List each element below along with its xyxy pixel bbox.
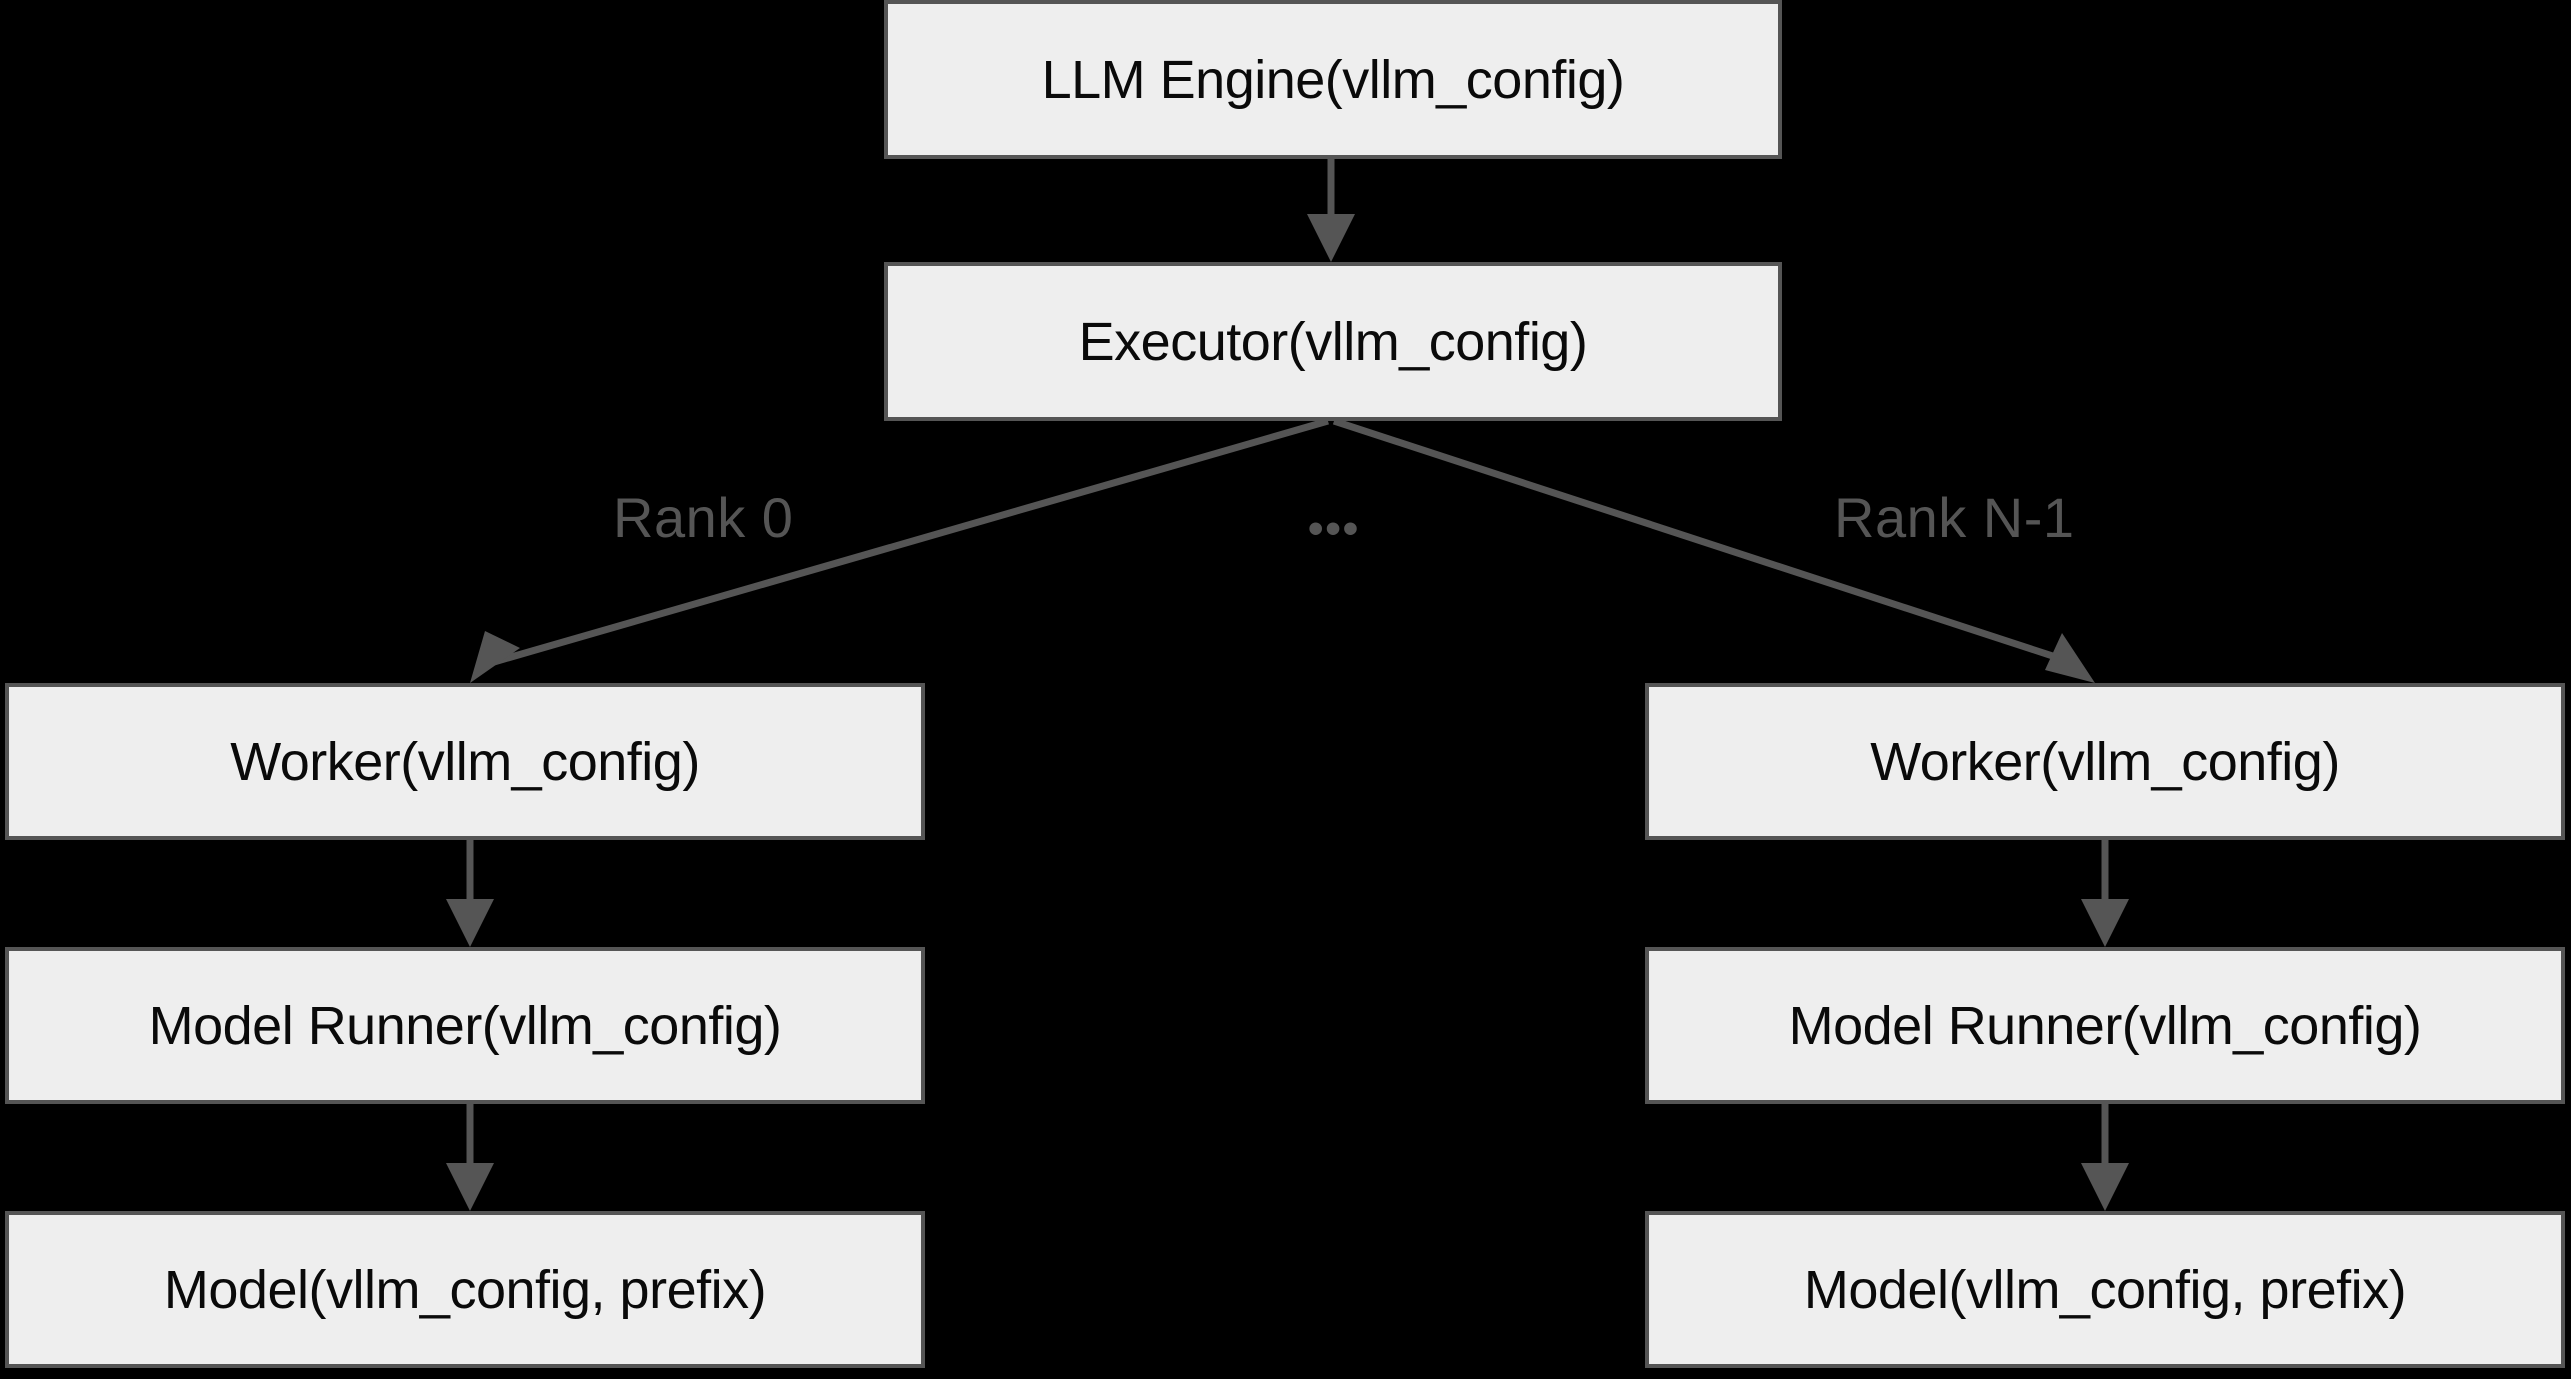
node-llm-engine-label: LLM Engine(vllm_config): [1041, 49, 1625, 110]
edge-worker-to-runner-rank0: [446, 840, 494, 947]
edge-worker-to-runner-rankn: [2081, 840, 2129, 947]
edge-engine-to-executor: [1307, 159, 1355, 262]
node-worker-rankn[interactable]: Worker(vllm_config): [1645, 683, 2565, 840]
node-model-runner-rank0-label: Model Runner(vllm_config): [148, 995, 782, 1056]
edge-executor-to-worker-rank0: [470, 417, 1329, 683]
edge-runner-to-model-rank0: [446, 1104, 494, 1211]
node-model-rank0-label: Model(vllm_config, prefix): [163, 1259, 767, 1320]
edge-label-ellipsis: •••: [1308, 504, 1361, 553]
node-llm-engine[interactable]: LLM Engine(vllm_config): [884, 0, 1782, 159]
node-model-runner-rankn-label: Model Runner(vllm_config): [1788, 995, 2422, 1056]
node-model-rankn-label: Model(vllm_config, prefix): [1803, 1259, 2407, 1320]
node-worker-rank0[interactable]: Worker(vllm_config): [5, 683, 925, 840]
node-executor[interactable]: Executor(vllm_config): [884, 262, 1782, 421]
edge-label-rank-0: Rank 0: [613, 486, 794, 549]
node-executor-label: Executor(vllm_config): [1078, 311, 1588, 372]
edge-executor-to-worker-rankn: [1332, 417, 2095, 683]
node-model-runner-rank0[interactable]: Model Runner(vllm_config): [5, 947, 925, 1104]
node-worker-rankn-label: Worker(vllm_config): [1870, 731, 2340, 792]
edge-runner-to-model-rankn: [2081, 1104, 2129, 1211]
node-model-rank0[interactable]: Model(vllm_config, prefix): [5, 1211, 925, 1368]
node-worker-rank0-label: Worker(vllm_config): [230, 731, 700, 792]
node-model-rankn[interactable]: Model(vllm_config, prefix): [1645, 1211, 2565, 1368]
node-model-runner-rankn[interactable]: Model Runner(vllm_config): [1645, 947, 2565, 1104]
edge-label-rank-n-1: Rank N-1: [1834, 486, 2075, 549]
